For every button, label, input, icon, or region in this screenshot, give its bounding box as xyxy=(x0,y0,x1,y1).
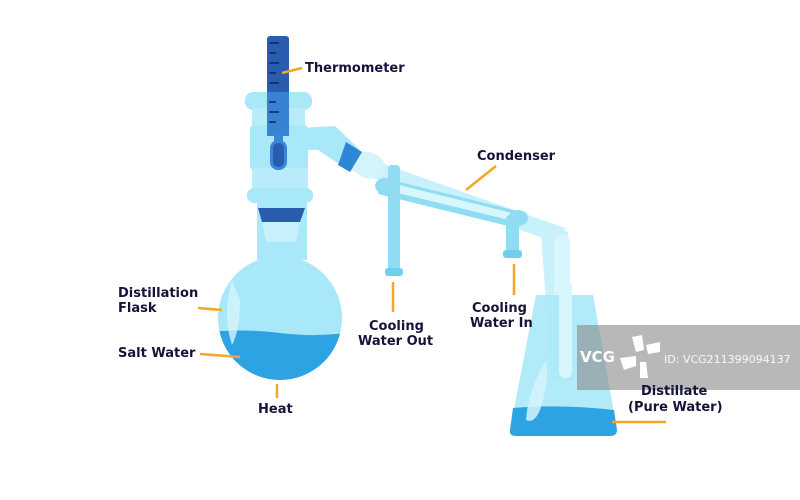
label-cooling-in-1: Cooling xyxy=(472,301,527,316)
label-thermometer: Thermometer xyxy=(305,61,405,76)
watermark: VCG ID: VCG211399094137 xyxy=(577,325,800,390)
distillation-flask xyxy=(218,200,342,380)
distillate-liquid xyxy=(509,406,617,436)
label-flask-1: Distillation xyxy=(118,286,198,301)
label-salt-water: Salt Water xyxy=(118,346,196,361)
cooling-water-outlet-pipe xyxy=(388,165,400,275)
cooling-water-inlet-pipe xyxy=(506,215,519,255)
condenser xyxy=(345,151,572,380)
watermark-id: ID: VCG211399094137 xyxy=(664,353,791,366)
label-heat: Heat xyxy=(258,402,293,417)
still-head xyxy=(245,92,362,203)
label-cooling-out-1: Cooling xyxy=(369,319,424,334)
label-cooling-in-2: Water In xyxy=(470,316,533,331)
thermometer-leader xyxy=(281,66,303,75)
label-flask-2: Flask xyxy=(118,301,157,316)
watermark-brand: VCG xyxy=(580,348,615,366)
label-condenser: Condenser xyxy=(477,149,556,164)
flask-leader xyxy=(197,306,223,312)
label-distillate-1: Distillate xyxy=(641,384,708,399)
salt-water-liquid xyxy=(218,330,342,380)
condenser-leader xyxy=(465,165,497,191)
salt-water-leader xyxy=(199,352,241,359)
thermometer xyxy=(267,36,289,170)
watermark-logo-icon xyxy=(620,335,660,378)
label-distillate-2: (Pure Water) xyxy=(628,400,723,415)
label-cooling-out-2: Water Out xyxy=(358,334,433,349)
